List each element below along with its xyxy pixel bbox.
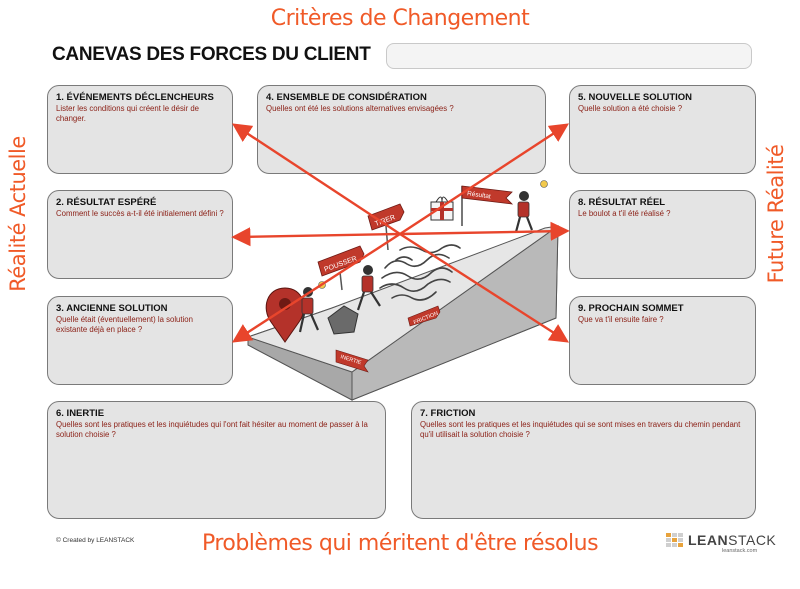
friction-tag: FRICTION [407, 305, 441, 327]
friction-label: FRICTION [413, 311, 439, 326]
hiker-left-icon [298, 287, 320, 333]
old-solution-question: Quelle était (éventuellement) la solutio… [56, 315, 193, 335]
next-summit-box[interactable]: 9. PROCHAIN SOMMET Que va t'il ensuite f… [569, 296, 756, 385]
arrow-to-old-solution [231, 232, 401, 343]
new-solution-label: 5. NOUVELLE SOLUTION [578, 92, 693, 103]
old-solution-box[interactable]: 3. ANCIENNE SOLUTION Quelle était (évent… [47, 296, 233, 385]
tirer-sign: TIRER [367, 203, 405, 251]
actual-outcome-question: Le boulot a t'il été réalisé ? [578, 209, 671, 219]
problems-title: Problèmes qui méritent d'être résolus [201, 531, 599, 556]
desired-outcome-box[interactable]: 2. RÉSULTAT ESPÉRÉ Comment le succès a-t… [47, 190, 233, 279]
desired-outcome-label: 2. RÉSULTAT ESPÉRÉ [56, 197, 157, 208]
triggering-events-label: 1. ÉVÉNEMENTS DÉCLENCHEURS [56, 92, 214, 103]
arrow-to-desired-outcome [231, 227, 401, 247]
friction-label: 7. FRICTION [420, 408, 476, 419]
hiker-middle-icon [356, 265, 381, 311]
inertie-label: INERTIE [340, 354, 363, 366]
canvas-name-input[interactable] [386, 43, 752, 69]
next-summit-label: 9. PROCHAIN SOMMET [578, 303, 684, 314]
location-pin-icon [265, 287, 305, 343]
slope-block [246, 225, 559, 401]
consideration-set-box[interactable]: 4. ENSEMBLE DE CONSIDÉRATION Quelles ont… [257, 85, 546, 174]
triggering-events-question: Lister les conditions qui créent le dési… [56, 104, 200, 124]
current-reality-title: Réalité Actuelle [6, 136, 30, 292]
canvas-title: CANEVAS DES FORCES DU CLIENT [52, 44, 371, 65]
friction-box[interactable]: 7. FRICTION Quelles sont les pratiques e… [411, 401, 756, 519]
pousser-label: POUSSER [323, 255, 358, 273]
gift-icon [430, 196, 454, 221]
actual-outcome-label: 8. RÉSULTAT RÉEL [578, 197, 666, 208]
inertia-box[interactable]: 6. INERTIE Quelles sont les pratiques et… [47, 401, 386, 519]
new-solution-box[interactable]: 5. NOUVELLE SOLUTION Quelle solution a é… [569, 85, 756, 174]
inertia-question: Quelles sont les pratiques et les inquié… [56, 420, 368, 440]
inertie-tag: INERTIE [335, 349, 369, 373]
inertia-label: 6. INERTIE [56, 408, 105, 419]
resultat-flag: Résultat [461, 185, 514, 226]
arrow-to-actual-outcome [399, 221, 570, 241]
arrow-to-next-summit [399, 232, 570, 343]
new-solution-question: Quelle solution a été choisie ? [578, 104, 683, 114]
friction-question: Quelles sont les pratiques et les inquié… [420, 420, 741, 440]
hiker-right-icon [514, 191, 534, 233]
tirer-label: TIRER [374, 214, 396, 228]
next-summit-question: Que va t'il ensuite faire ? [578, 315, 664, 325]
idea-bulb-icon [540, 180, 548, 188]
old-solution-label: 3. ANCIENNE SOLUTION [56, 303, 168, 314]
idea-bulb-icon [318, 281, 326, 289]
credit-text: © Created by LEANSTACK [56, 537, 135, 544]
resultat-label: Résultat [467, 190, 492, 200]
future-reality-title: Future Réalité [764, 144, 788, 284]
brand-url: leanstack.com [722, 548, 758, 554]
pousser-sign: POUSSER [317, 245, 365, 291]
desired-outcome-question: Comment le succès a-t-il été initialemen… [56, 209, 224, 219]
leanstack-grid-icon [666, 533, 683, 547]
criteria-title: Critères de Changement [270, 6, 530, 31]
brand-name-bold: LEAN [688, 532, 729, 548]
consideration-set-label: 4. ENSEMBLE DE CONSIDÉRATION [266, 92, 427, 103]
consideration-set-question: Quelles ont été les solutions alternativ… [266, 104, 454, 114]
triggering-events-box[interactable]: 1. ÉVÉNEMENTS DÉCLENCHEURS Lister les co… [47, 85, 233, 174]
leanstack-logo[interactable]: LEANSTACK leanstack.com [666, 531, 776, 555]
brand-name-light: STACK [728, 532, 777, 548]
rock-icon [327, 305, 359, 335]
brand-name: LEANSTACK [688, 532, 776, 548]
actual-outcome-box[interactable]: 8. RÉSULTAT RÉEL Le boulot a t'il été ré… [569, 190, 756, 279]
maze-path [379, 244, 461, 301]
